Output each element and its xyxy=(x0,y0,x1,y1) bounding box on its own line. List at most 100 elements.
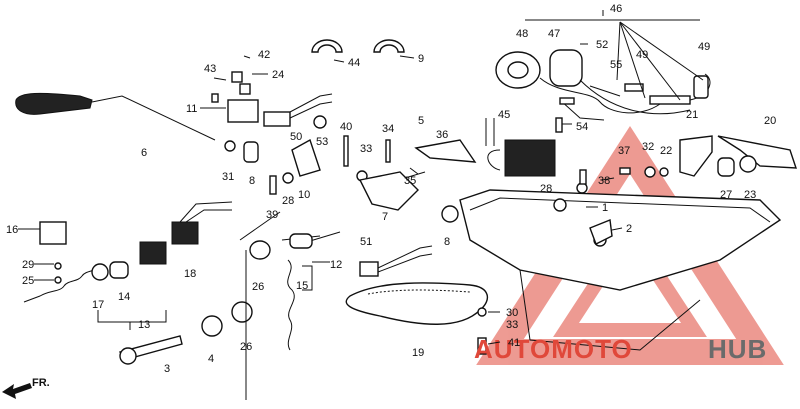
callout-6: 6 xyxy=(141,147,147,159)
plate-7 xyxy=(358,171,419,211)
callout-17: 17 xyxy=(92,299,104,311)
callout-7: 7 xyxy=(382,211,388,223)
bolt-34 xyxy=(385,139,391,163)
collar-23 xyxy=(739,155,757,173)
callout-34: 34 xyxy=(382,123,394,135)
callout-22: 22 xyxy=(660,145,672,157)
arm-20 xyxy=(717,135,797,169)
svg-text:AUTOMOTO: AUTOMOTO xyxy=(474,334,633,364)
callout-2: 2 xyxy=(626,223,632,235)
callout-25: 25 xyxy=(22,275,34,287)
callout-39: 39 xyxy=(266,209,278,221)
callout-29: 29 xyxy=(22,259,34,271)
bolt-29 xyxy=(54,262,62,270)
callout-45: 45 xyxy=(498,109,510,121)
switch-18b xyxy=(139,241,167,265)
lever-handle-6 xyxy=(15,92,216,141)
callout-36: 36 xyxy=(436,129,448,141)
bolt-40 xyxy=(343,135,349,167)
callout-4: 4 xyxy=(208,353,214,365)
bolt-38 xyxy=(579,169,587,185)
callout-30: 30 xyxy=(506,307,518,319)
bracket-2 xyxy=(589,219,613,245)
bushing-8b xyxy=(441,205,459,223)
callout-10: 10 xyxy=(298,189,310,201)
callout-labels: 46 48 47 52 42 43 24 44 9 55 49 49 11 6 … xyxy=(6,3,776,375)
bracket-21 xyxy=(679,135,713,177)
callout-8b: 8 xyxy=(444,236,450,248)
leads-18 xyxy=(179,201,233,223)
bracket-line-13 xyxy=(97,310,167,330)
knob-3 xyxy=(119,347,137,365)
bushing-27 xyxy=(717,157,735,177)
callout-50: 50 xyxy=(290,131,302,143)
wire-harness-group xyxy=(495,10,711,121)
callout-18: 18 xyxy=(184,268,196,280)
callout-12: 12 xyxy=(330,259,342,271)
callout-52: 52 xyxy=(596,39,608,51)
clip-16 xyxy=(39,221,67,245)
callout-47: 47 xyxy=(548,28,560,40)
callout-26a: 26 xyxy=(252,281,264,293)
callout-23: 23 xyxy=(744,189,756,201)
cap-4 xyxy=(201,315,223,337)
tiller-grip-19 xyxy=(345,282,489,325)
washer-31 xyxy=(224,140,236,152)
bracket-11 xyxy=(211,71,333,127)
rectifier-45 xyxy=(485,117,563,177)
leader-lines xyxy=(18,43,623,345)
pin-35 xyxy=(404,167,426,179)
callout-13: 13 xyxy=(138,319,150,331)
nut-53 xyxy=(313,115,327,129)
callout-26b: 26 xyxy=(240,341,252,353)
front-direction-arrow: FR. xyxy=(2,377,50,399)
ring-44 xyxy=(311,39,343,53)
svg-text:FR.: FR. xyxy=(32,377,50,389)
bushing-17 xyxy=(91,263,109,281)
callout-42: 42 xyxy=(258,49,270,61)
callout-31: 31 xyxy=(222,171,234,183)
cable-15 xyxy=(281,231,341,351)
washer-22 xyxy=(659,167,669,177)
callout-53: 53 xyxy=(316,136,328,148)
callout-35: 35 xyxy=(404,175,416,187)
callout-1: 1 xyxy=(602,202,608,214)
watermark-text: AUTOMOTO HUB xyxy=(474,334,767,364)
callout-43: 43 xyxy=(204,63,216,75)
callout-44: 44 xyxy=(348,57,360,69)
callout-41: 41 xyxy=(508,337,520,349)
washer-28 xyxy=(282,172,294,184)
callout-40: 40 xyxy=(340,121,352,133)
callout-8a: 8 xyxy=(249,175,255,187)
washer-30 xyxy=(477,307,487,317)
callout-28a: 28 xyxy=(282,195,294,207)
callout-28b: 28 xyxy=(540,183,552,195)
callout-48: 48 xyxy=(516,28,528,40)
bracket-line-12 xyxy=(302,265,313,291)
callout-3: 3 xyxy=(164,363,170,375)
callout-37: 37 xyxy=(618,145,630,157)
callout-5: 5 xyxy=(418,115,424,127)
svg-text:HUB: HUB xyxy=(708,334,767,364)
ring-9 xyxy=(373,39,405,53)
callout-15: 15 xyxy=(296,280,308,292)
washer-32 xyxy=(644,166,656,178)
callout-51: 51 xyxy=(360,236,372,248)
callout-9: 9 xyxy=(418,53,424,65)
bushing-8 xyxy=(243,141,259,163)
callout-19: 19 xyxy=(412,347,424,359)
callout-27: 27 xyxy=(720,189,732,201)
callout-49a: 49 xyxy=(636,49,648,61)
bracket-5 xyxy=(414,139,477,163)
callout-24: 24 xyxy=(272,69,284,81)
grommet-26 xyxy=(249,240,271,260)
grommet-26b xyxy=(231,301,253,323)
knob-14 xyxy=(109,261,129,279)
bolt-37 xyxy=(619,167,631,175)
switch-51 xyxy=(359,245,433,277)
section-line xyxy=(239,211,281,400)
callout-38: 38 xyxy=(598,175,610,187)
callout-20: 20 xyxy=(764,115,776,127)
bolt-25 xyxy=(54,276,62,284)
